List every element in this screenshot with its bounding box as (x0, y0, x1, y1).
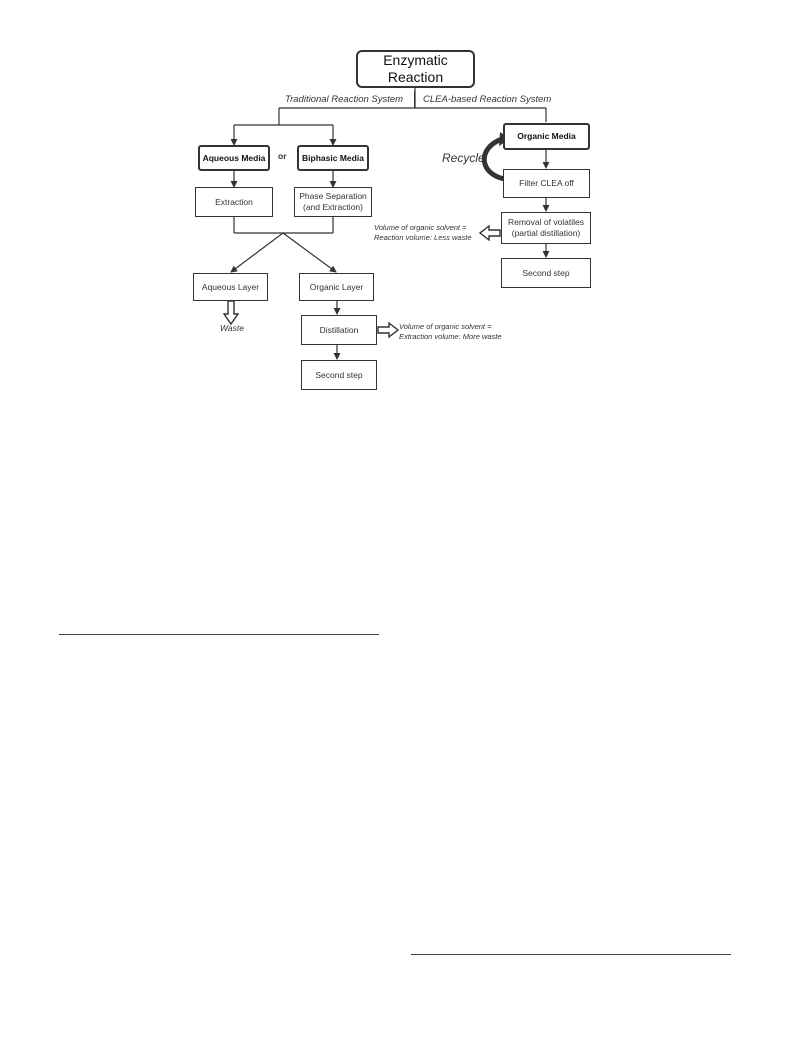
second-step-left-node: Second step (301, 360, 377, 390)
clea-system-label: CLEA-based Reaction System (423, 94, 552, 105)
traditional-system-label: Traditional Reaction System (285, 94, 404, 105)
footnote-rule-left (59, 634, 379, 635)
less-waste-note: Volume of organic solvent = Reaction vol… (374, 223, 472, 242)
organic-media-node: Organic Media (503, 123, 590, 150)
second-step-right-node: Second step (501, 258, 591, 288)
filter-clea-node: Filter CLEA off (503, 169, 590, 198)
distillation-node: Distillation (301, 315, 377, 345)
more-waste-arrow-icon (377, 321, 400, 339)
enzymatic-reaction-node: Enzymatic Reaction (356, 50, 475, 88)
more-waste-note: Volume of organic solvent = Extraction v… (399, 322, 502, 341)
aqueous-layer-node: Aqueous Layer (193, 273, 268, 301)
aqueous-media-node: Aqueous Media (198, 145, 270, 171)
removal-volatiles-node: Removal of volatiles (partial distillati… (501, 212, 591, 244)
footnote-rule-right (411, 954, 731, 955)
recycle-arrow-icon (481, 136, 513, 183)
extraction-node: Extraction (195, 187, 273, 217)
recycle-label: Recycle (442, 151, 485, 165)
waste-label: Waste (220, 323, 244, 333)
organic-layer-node: Organic Layer (299, 273, 374, 301)
or-label: or (278, 151, 287, 161)
phase-separation-node: Phase Separation (and Extraction) (294, 187, 372, 217)
system-divider (414, 91, 415, 108)
less-waste-arrow-icon (478, 224, 501, 242)
waste-arrow-icon (222, 300, 240, 326)
biphasic-media-node: Biphasic Media (297, 145, 369, 171)
